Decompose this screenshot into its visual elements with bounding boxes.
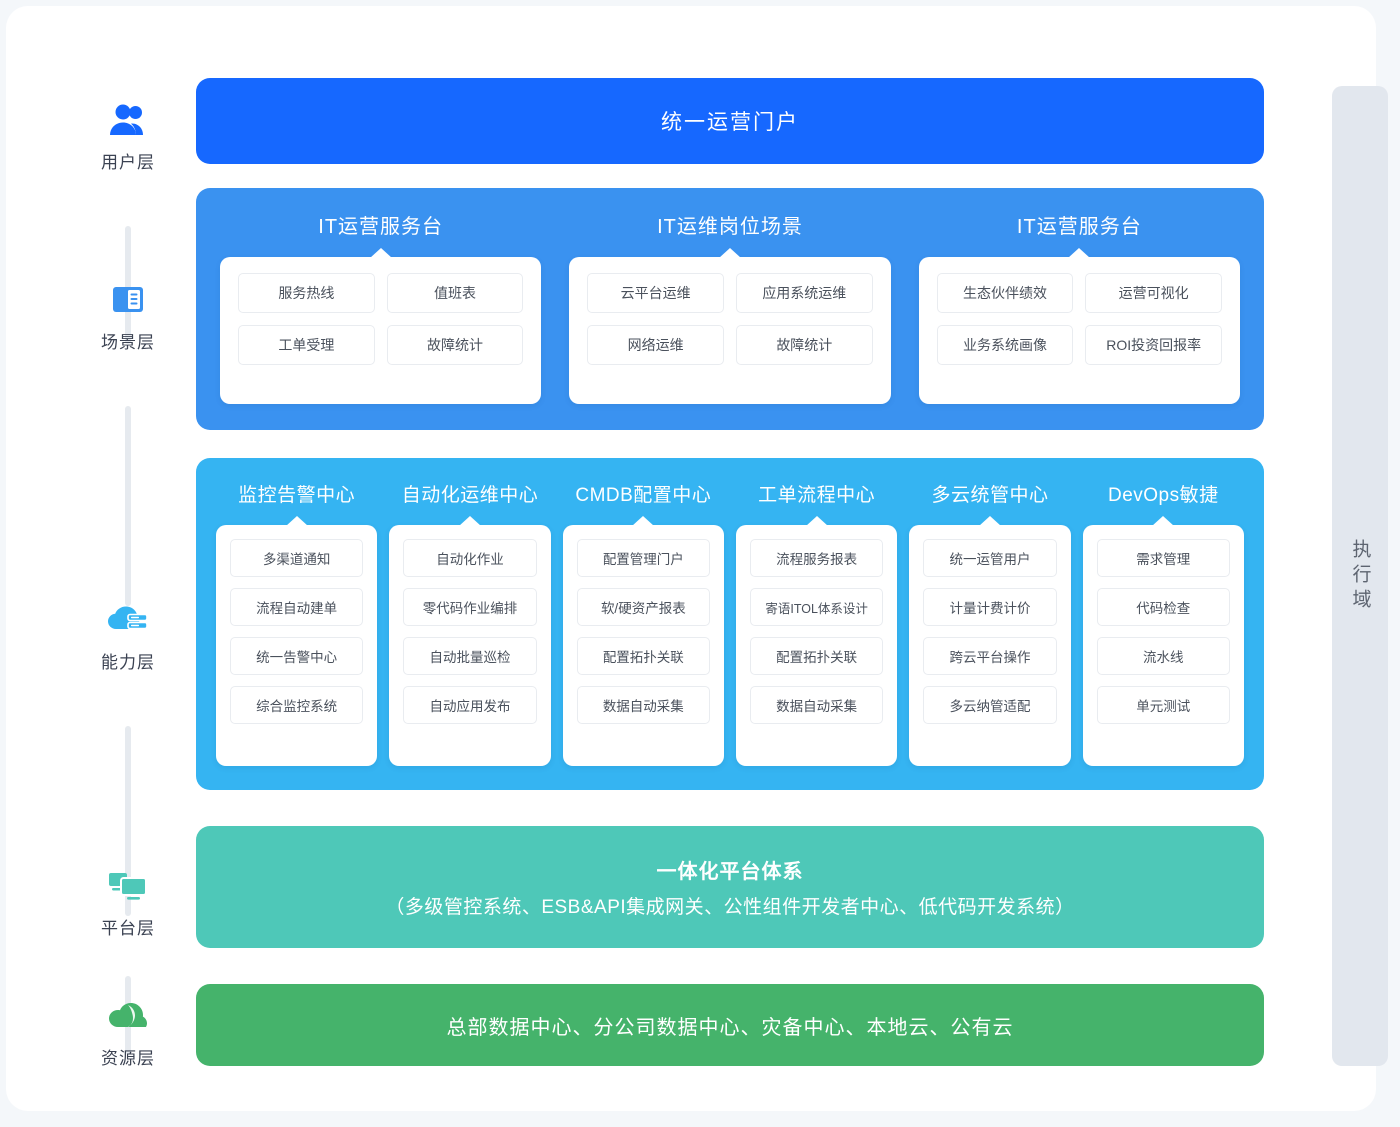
capability-chip[interactable]: 需求管理 xyxy=(1096,539,1230,577)
scenario-layer-band: IT运营服务台 服务热线 值班表 工单受理 故障统计 IT运维岗位场景 云平台运… xyxy=(196,188,1264,430)
capability-chip[interactable]: 统一告警中心 xyxy=(230,637,364,675)
capability-group-title: 多云统管中心 xyxy=(931,485,1049,506)
capability-chip[interactable]: 流水线 xyxy=(1096,637,1230,675)
capability-chip[interactable]: 综合监控系统 xyxy=(230,686,364,724)
capability-group-title: 自动化运维中心 xyxy=(401,485,539,506)
document-icon xyxy=(68,278,188,322)
rail-connector-3 xyxy=(125,726,131,916)
capability-group-title: CMDB配置中心 xyxy=(575,485,712,506)
capability-chip[interactable]: 多渠道通知 xyxy=(230,539,364,577)
layer-rail: 用户层 场景层 xyxy=(68,76,188,1069)
capability-group: 工单流程中心 流程服务报表 寄语ITOL体系设计 配置拓扑关联 数据自动采集 xyxy=(735,480,898,766)
scenario-group-title: IT运维岗位场景 xyxy=(657,216,803,238)
capability-chip[interactable]: 代码检查 xyxy=(1096,588,1230,626)
rail-item-label: 能力层 xyxy=(101,653,155,672)
execution-domain-panel: 执行域 xyxy=(1332,86,1388,1066)
capability-group-title: 监控告警中心 xyxy=(238,485,356,506)
scenario-chip[interactable]: ROI投资回报率 xyxy=(1085,325,1222,365)
capability-card: 自动化作业 零代码作业编排 自动批量巡检 自动应用发布 xyxy=(389,516,551,766)
scenario-chip[interactable]: 网络运维 xyxy=(587,325,724,365)
scenario-chip[interactable]: 故障统计 xyxy=(386,325,524,365)
capability-group: 多云统管中心 统一运管用户 计量计费计价 跨云平台操作 多云纳管适配 xyxy=(909,480,1071,766)
platform-subtitle: （多级管控系统、ESB&API集成网关、公性组件开发者中心、低代码开发系统） xyxy=(385,897,1075,918)
rail-connector-2 xyxy=(125,406,131,606)
monitors-icon xyxy=(68,864,188,908)
capability-chip[interactable]: 寄语ITOL体系设计 xyxy=(749,588,884,626)
users-icon xyxy=(68,98,188,142)
capability-group: 监控告警中心 多渠道通知 流程自动建单 统一告警中心 综合监控系统 xyxy=(216,480,378,766)
capability-chip[interactable]: 配置管理门户 xyxy=(576,539,710,577)
diagram-page: 用户层 场景层 xyxy=(6,6,1388,1111)
cloud-server-icon xyxy=(68,598,188,642)
capability-group-title: DevOps敏捷 xyxy=(1107,485,1219,506)
scenario-card: 云平台运维 应用系统运维 网络运维 故障统计 xyxy=(569,248,891,404)
capability-chip[interactable]: 计量计费计价 xyxy=(923,588,1057,626)
rail-item-platform-layer[interactable]: 平台层 xyxy=(68,864,188,939)
rail-item-label: 场景层 xyxy=(101,333,155,352)
scenario-chip[interactable]: 业务系统画像 xyxy=(936,325,1074,365)
rail-item-label: 平台层 xyxy=(101,919,155,938)
platform-layer-band[interactable]: 一体化平台体系 （多级管控系统、ESB&API集成网关、公性组件开发者中心、低代… xyxy=(196,826,1264,948)
cloud-icon xyxy=(68,994,188,1038)
resource-layer-band[interactable]: 总部数据中心、分公司数据中心、灾备中心、本地云、公有云 xyxy=(196,984,1264,1066)
scenario-group-title: IT运营服务台 xyxy=(318,216,444,238)
capability-layer-band: 监控告警中心 多渠道通知 流程自动建单 统一告警中心 综合监控系统 自动化运维中… xyxy=(196,458,1264,790)
capability-chip[interactable]: 单元测试 xyxy=(1096,686,1230,724)
capability-chip[interactable]: 配置拓扑关联 xyxy=(749,637,884,675)
rail-item-user-layer[interactable]: 用户层 xyxy=(68,98,188,173)
capability-chip[interactable]: 零代码作业编排 xyxy=(403,588,537,626)
scenario-chip[interactable]: 值班表 xyxy=(386,273,524,313)
rail-item-label: 资源层 xyxy=(101,1049,155,1068)
capability-group: 自动化运维中心 自动化作业 零代码作业编排 自动批量巡检 自动应用发布 xyxy=(389,480,551,766)
capability-chip[interactable]: 配置拓扑关联 xyxy=(576,637,710,675)
scenario-chip[interactable]: 服务热线 xyxy=(238,273,375,313)
scenario-group: IT运维岗位场景 云平台运维 应用系统运维 网络运维 故障统计 xyxy=(569,210,891,404)
scenario-group: IT运营服务台 服务热线 值班表 工单受理 故障统计 xyxy=(220,210,542,404)
resource-title: 总部数据中心、分公司数据中心、灾备中心、本地云、公有云 xyxy=(446,1016,1014,1039)
scenario-chip[interactable]: 运营可视化 xyxy=(1085,273,1222,313)
rail-item-label: 用户层 xyxy=(101,153,155,172)
capability-card: 流程服务报表 寄语ITOL体系设计 配置拓扑关联 数据自动采集 xyxy=(735,516,898,766)
scenario-card: 生态伙伴绩效 运营可视化 业务系统画像 ROI投资回报率 xyxy=(918,248,1240,404)
capability-group: CMDB配置中心 配置管理门户 软/硬资产报表 配置拓扑关联 数据自动采集 xyxy=(562,480,724,766)
capability-group: DevOps敏捷 需求管理 代码检查 流水线 单元测试 xyxy=(1082,480,1244,766)
capability-chip[interactable]: 多云纳管适配 xyxy=(923,686,1057,724)
capability-chip[interactable]: 统一运管用户 xyxy=(923,539,1057,577)
platform-title: 一体化平台体系 xyxy=(656,861,804,883)
capability-chip[interactable]: 流程自动建单 xyxy=(230,588,364,626)
capability-chip[interactable]: 自动化作业 xyxy=(403,539,537,577)
scenario-chip[interactable]: 工单受理 xyxy=(238,325,375,365)
capability-card: 多渠道通知 流程自动建单 统一告警中心 综合监控系统 xyxy=(216,516,378,766)
scenario-chip[interactable]: 云平台运维 xyxy=(587,273,724,313)
capability-card: 配置管理门户 软/硬资产报表 配置拓扑关联 数据自动采集 xyxy=(562,516,724,766)
rail-item-resource-layer[interactable]: 资源层 xyxy=(68,994,188,1069)
capability-card: 统一运管用户 计量计费计价 跨云平台操作 多云纳管适配 xyxy=(909,516,1071,766)
capability-group-title: 工单流程中心 xyxy=(758,485,876,506)
rail-item-scenario-layer[interactable]: 场景层 xyxy=(68,278,188,353)
capability-card: 需求管理 代码检查 流水线 单元测试 xyxy=(1082,516,1244,766)
execution-domain-label: 执行域 xyxy=(1349,538,1371,614)
scenario-chip[interactable]: 应用系统运维 xyxy=(735,273,873,313)
capability-chip[interactable]: 自动批量巡检 xyxy=(403,637,537,675)
scenario-chip[interactable]: 生态伙伴绩效 xyxy=(936,273,1074,313)
capability-chip[interactable]: 跨云平台操作 xyxy=(923,637,1057,675)
capability-chip[interactable]: 数据自动采集 xyxy=(749,686,884,724)
capability-chip[interactable]: 自动应用发布 xyxy=(403,686,537,724)
capability-chip[interactable]: 软/硬资产报表 xyxy=(576,588,710,626)
unified-portal-band[interactable]: 统一运营门户 xyxy=(196,78,1264,164)
portal-title: 统一运营门户 xyxy=(661,111,799,134)
scenario-card: 服务热线 值班表 工单受理 故障统计 xyxy=(220,248,542,404)
scenario-chip[interactable]: 故障统计 xyxy=(735,325,873,365)
scenario-group: IT运营服务台 生态伙伴绩效 运营可视化 业务系统画像 ROI投资回报率 xyxy=(918,210,1240,404)
capability-chip[interactable]: 流程服务报表 xyxy=(749,539,884,577)
rail-connector-1 xyxy=(125,226,131,344)
capability-chip[interactable]: 数据自动采集 xyxy=(576,686,710,724)
scenario-group-title: IT运营服务台 xyxy=(1016,216,1142,238)
rail-item-capability-layer[interactable]: 能力层 xyxy=(68,598,188,673)
